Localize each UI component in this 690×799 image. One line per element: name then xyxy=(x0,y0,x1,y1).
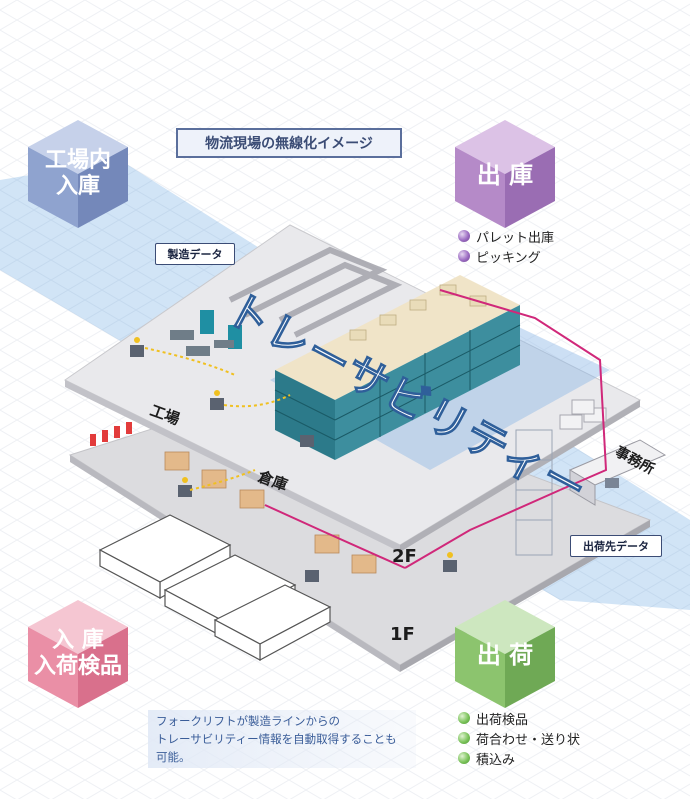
factory-inbound-cube: 工場内 入庫 xyxy=(28,120,128,228)
shipping-item: 荷合わせ・送り状 xyxy=(458,728,580,748)
forklift-lights xyxy=(134,337,453,558)
pallet-stacks xyxy=(164,451,377,574)
receiving-cube: 入 庫 入荷検品 xyxy=(28,600,128,708)
shipping-item-label: 積込み xyxy=(476,752,516,768)
production-line xyxy=(228,246,403,338)
purple-bullet-icon xyxy=(458,230,470,242)
network-lines xyxy=(264,289,608,569)
factory-machines xyxy=(170,310,242,356)
office-block xyxy=(568,439,667,506)
shipping-item-label: 荷合わせ・送り状 xyxy=(476,732,581,748)
outbound-item: ピッキング xyxy=(458,246,554,266)
note-line-2: トレーサビリティー情報を自動取得することも可能。 xyxy=(156,732,397,764)
forklift-note: フォークリフトが製造ラインからの トレーサビリティー情報を自動取得することも可能… xyxy=(148,710,416,768)
note-line-1: フォークリフトが製造ラインからの xyxy=(156,714,340,728)
cube-shape xyxy=(455,120,555,228)
shipping-item-label: 出荷検品 xyxy=(476,712,529,728)
cardboard-boxes xyxy=(559,399,607,430)
green-bullet-icon xyxy=(458,712,470,724)
green-bullet-icon xyxy=(458,732,470,744)
shipping-label: 出 荷 xyxy=(476,641,534,669)
forklifts xyxy=(130,345,457,582)
shipping-item: 出荷検品 xyxy=(458,708,580,728)
red-barriers xyxy=(90,422,132,446)
cube-shape xyxy=(28,600,128,708)
green-bullet-icon xyxy=(458,752,470,764)
cube-shape xyxy=(455,600,555,708)
pallet-racks xyxy=(274,275,521,460)
floor-1f-label: 1F xyxy=(390,624,415,645)
outbound-list: パレット出庫 ピッキング xyxy=(458,226,554,266)
shipping-item: 積込み xyxy=(458,748,580,768)
manufacturing-data-tag: 製造データ xyxy=(155,243,235,265)
trucks xyxy=(98,514,332,662)
outbound-item-label: パレット出庫 xyxy=(476,230,555,246)
outbound-item-label: ピッキング xyxy=(476,250,541,266)
floor-2f-label: 2F xyxy=(392,546,417,567)
factory-inbound-label: 工場内 入庫 xyxy=(44,148,111,199)
receiving-label: 入 庫 入荷検品 xyxy=(33,628,122,679)
shipping-list: 出荷検品 荷合わせ・送り状 積込み xyxy=(458,708,580,768)
cube-shape xyxy=(28,120,128,228)
page-title: 物流現場の無線化イメージ xyxy=(176,128,402,158)
shipping-cube: 出 荷 xyxy=(455,600,555,708)
outbound-item: パレット出庫 xyxy=(458,226,554,246)
outbound-label: 出 庫 xyxy=(476,161,534,189)
shipping-destination-data-tag: 出荷先データ xyxy=(570,535,662,557)
wireless-signals xyxy=(144,347,291,491)
outbound-cube: 出 庫 xyxy=(455,120,555,228)
purple-bullet-icon xyxy=(458,250,470,262)
